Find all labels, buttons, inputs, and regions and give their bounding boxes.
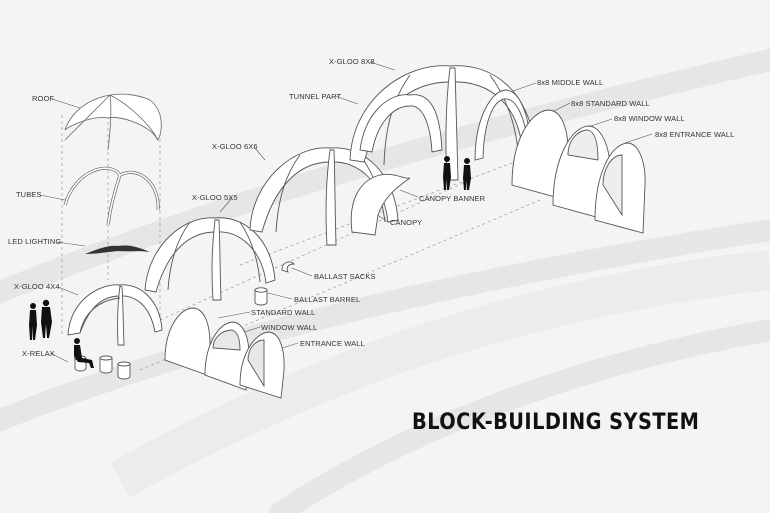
label-window-wall: WINDOW WALL [261, 323, 318, 332]
walls-8x8 [474, 89, 646, 234]
label-canopy-banner: CANOPY BANNER [419, 194, 486, 203]
canopy-part [350, 173, 411, 236]
xgloo-6x6-tent [249, 147, 399, 246]
label-led-lighting: LED LIGHTING [8, 237, 62, 246]
led-lighting-part [85, 245, 150, 254]
label-standard-wall: STANDARD WALL [251, 308, 316, 317]
label-ballast-barrel: BALLAST BARREL [294, 295, 361, 304]
label-canopy: CANOPY [390, 218, 423, 227]
background-swooshes [0, 49, 770, 513]
label-8x8-standard-wall: 8x8 STANDARD WALL [571, 99, 650, 108]
label-ballast-sacks: BALLAST SACKS [314, 272, 376, 281]
label-xgloo-6x6: X-GLOO 6X6 [212, 142, 258, 151]
people-silhouettes [29, 156, 471, 368]
label-roof: ROOF [32, 94, 55, 103]
label-xgloo-5x5: X-GLOO 5X5 [192, 193, 238, 202]
label-tubes: TUBES [16, 190, 42, 199]
roof-part [64, 93, 162, 151]
tunnel-part [359, 94, 443, 153]
xgloo-8x8-tent [349, 65, 535, 181]
walls-4x4 [164, 307, 285, 399]
background-swoosh [110, 250, 770, 498]
ballast-barrel [254, 287, 268, 306]
ballast-sacks [281, 261, 296, 273]
xgloo-4x4-tent [67, 284, 163, 346]
label-tunnel-part: TUNNEL PART [289, 92, 342, 101]
label-entrance-wall: ENTRANCE WALL [300, 339, 365, 348]
label-8x8-middle-wall: 8x8 MIDDLE WALL [537, 78, 604, 87]
diagram-title: BLOCK-BUILDING SYSTEM [412, 410, 700, 435]
label-xgloo-4x4: X-GLOO 4X4 [14, 282, 60, 291]
label-8x8-window-wall: 8x8 WINDOW WALL [614, 114, 685, 123]
label-xgloo-8x8: X-GLOO 8X8 [329, 57, 375, 66]
label-8x8-entrance-wall: 8x8 ENTRANCE WALL [655, 130, 735, 139]
xgloo-5x5-tent [144, 217, 276, 301]
label-xrelax: X-RELAX [22, 349, 55, 358]
